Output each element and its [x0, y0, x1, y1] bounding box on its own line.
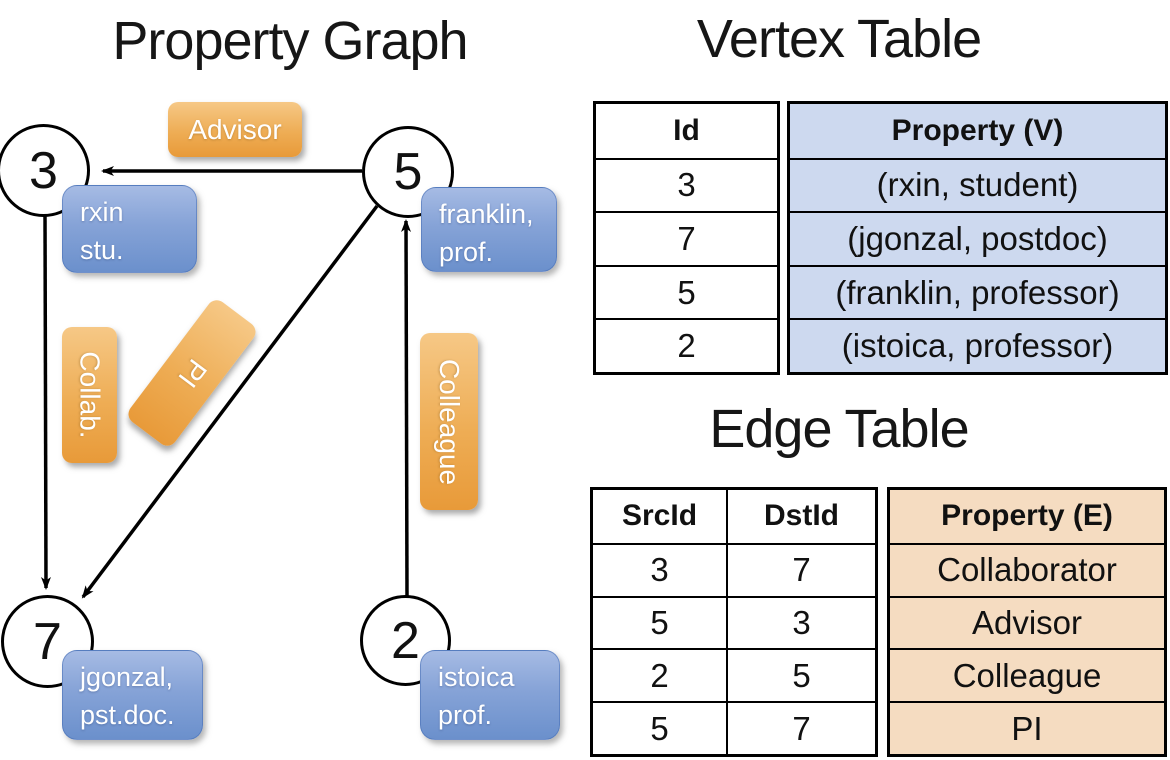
- edge-2-to-5: [401, 219, 412, 597]
- edge-3-to-7: [40, 213, 51, 590]
- edge-table-property-cell: PI: [890, 701, 1164, 754]
- vertex-node-3-id: 3: [29, 141, 58, 200]
- vertex-prop-istoica-line1: istoica: [438, 662, 515, 692]
- vertex-table-header-property: Property (V): [891, 113, 1064, 147]
- vertex-prop-franklin: franklin, prof.: [421, 187, 557, 272]
- vertex-node-5-id: 5: [393, 143, 423, 201]
- vertex-prop-istoica-line2: prof.: [438, 700, 493, 730]
- edge-table-property-cell: Colleague: [890, 648, 1164, 701]
- edge-table-src-cell: 5: [593, 701, 728, 754]
- edge-5-to-7: [81, 204, 379, 599]
- edge-table-title: Edge Table: [709, 399, 969, 459]
- vertex-prop-rxin-line1: rxin: [80, 197, 124, 227]
- edge-table-property-cell: Collaborator: [890, 542, 1164, 596]
- vertex-prop-rxin-line2: stu.: [80, 235, 124, 265]
- vertex-prop-franklin-line1: franklin,: [439, 199, 534, 229]
- edge-table-dst-cell: 5: [728, 648, 875, 701]
- vertex-prop-istoica: istoica prof.: [420, 650, 560, 740]
- edge-label-pi-text: PI: [172, 353, 213, 394]
- edge-table-dst-cell: 3: [728, 595, 875, 649]
- edge-table-header-property: Property (E): [941, 499, 1113, 533]
- edge-table-src-cell: 3: [593, 542, 728, 596]
- property-graph-title: Property Graph: [112, 11, 468, 71]
- vertex-prop-franklin-line2: prof.: [439, 237, 494, 267]
- edge-table-property-cell: Advisor: [890, 595, 1164, 649]
- vertex-table-property-cell: (jgonzal, postdoc): [790, 211, 1165, 265]
- vertex-table-id-cell: 5: [596, 264, 777, 319]
- vertex-table-id-cell: 3: [596, 157, 777, 212]
- vertex-table-property-cell: (franklin, professor): [790, 264, 1165, 319]
- edge-label-advisor-text: Advisor: [188, 113, 282, 145]
- vertex-table-property-cell: (rxin, student): [790, 157, 1165, 212]
- vertex-node-2-id: 2: [391, 611, 420, 670]
- edge-table-dst-cell: 7: [728, 701, 875, 754]
- vertex-prop-rxin: rxin stu.: [62, 185, 197, 273]
- vertex-table-id-column: Id 3 7 5 2: [593, 101, 780, 375]
- edge-label-collab: Collab.: [62, 327, 117, 463]
- edge-table-header-srcid: SrcId: [593, 490, 728, 543]
- vertex-table-property-cell: (istoica, professor): [790, 318, 1165, 372]
- edge-table-dst-cell: 7: [728, 542, 875, 596]
- vertex-table-header-id: Id: [673, 113, 700, 147]
- vertex-table-id-cell: 2: [596, 318, 777, 372]
- edge-table-src-cell: 5: [593, 595, 728, 649]
- vertex-table-id-cell: 7: [596, 211, 777, 265]
- edge-table-id-columns: SrcId DstId 3 7 5 3 2 5 5 7: [590, 487, 878, 757]
- edge-label-collab-text: Collab.: [74, 351, 106, 439]
- edge-label-colleague: Colleague: [420, 333, 478, 510]
- edge-table-src-cell: 2: [593, 648, 728, 702]
- vertex-prop-jgonzal-line1: jgonzal,: [80, 662, 174, 692]
- edge-label-advisor: Advisor: [168, 102, 302, 157]
- vertex-table-title: Vertex Table: [696, 9, 982, 69]
- vertex-table-property-column: Property (V) (rxin, student) (jgonzal, p…: [787, 101, 1168, 375]
- vertex-prop-jgonzal: jgonzal, pst.doc.: [62, 650, 203, 740]
- edge-table-header-dstid: DstId: [764, 499, 839, 533]
- vertex-prop-jgonzal-line2: pst.doc.: [80, 700, 175, 730]
- edge-table-property-column: Property (E) Collaborator Advisor Collea…: [887, 487, 1167, 757]
- edge-label-colleague-text: Colleague: [434, 358, 466, 485]
- graph-edges: [40, 166, 412, 599]
- vertex-node-7-id: 7: [33, 612, 62, 671]
